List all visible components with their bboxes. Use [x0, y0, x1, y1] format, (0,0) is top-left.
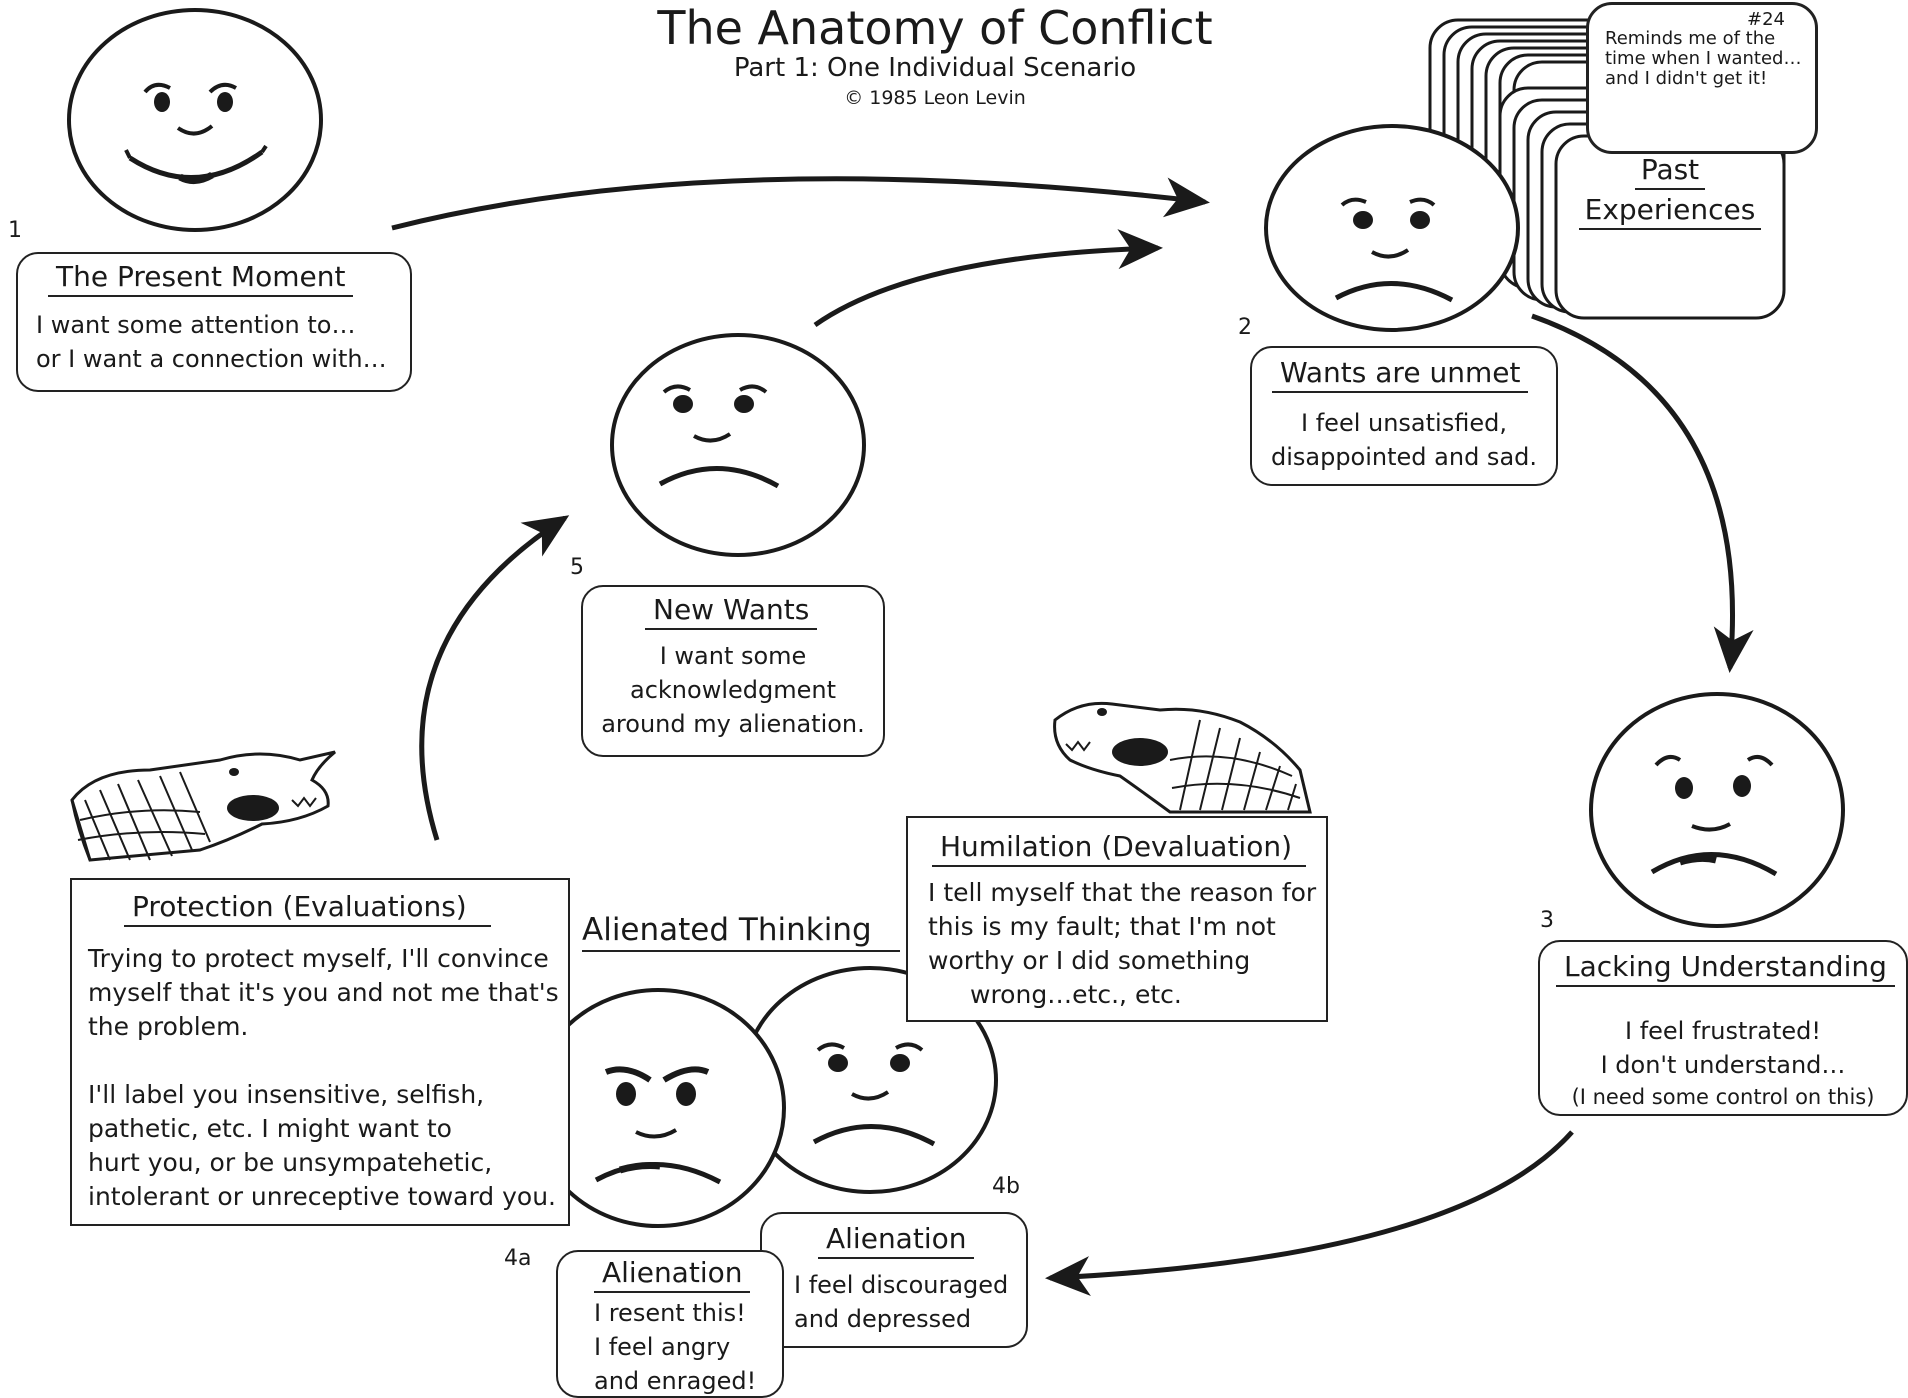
stage-4a-box: Alienation I resent this! I feel angry a… — [556, 1250, 784, 1398]
protection-text-line: Trying to protect myself, I'll convince — [88, 944, 549, 973]
stage-text-line: (I need some control on this) — [1571, 1085, 1875, 1109]
stage-heading: The Present Moment — [48, 260, 354, 297]
stage-text-line: I feel angry — [594, 1333, 731, 1361]
humiliation-text-line: I tell myself that the reason for — [928, 878, 1317, 907]
note-line: Reminds me of the — [1605, 28, 1776, 49]
arrow-3-to-4 — [1045, 1130, 1574, 1297]
arrow-5-to-2 — [813, 229, 1163, 328]
alienated-thinking-label: Alienated Thinking — [582, 910, 900, 952]
stage-5-box: New Wants I want some acknowledgment aro… — [581, 585, 885, 757]
stage-text-line: around my alienation. — [601, 710, 865, 738]
stage-text-line: or I want a connection with… — [36, 345, 387, 373]
stage-text-line: and depressed — [794, 1305, 972, 1333]
protection-text-line: pathetic, etc. I might want to — [88, 1114, 452, 1143]
stage-4b-box: Alienation I feel discouraged and depres… — [760, 1212, 1028, 1348]
protection-text-line: I'll label you insensitive, selfish, — [88, 1080, 485, 1109]
note-number: #24 — [1747, 9, 1785, 30]
copyright: © 1985 Leon Levin — [844, 87, 1026, 109]
protection-heading: Protection (Evaluations) — [124, 890, 491, 927]
humiliation-text-line: wrong…etc., etc. — [970, 980, 1182, 1009]
frustrated-face-icon — [1589, 692, 1845, 928]
stage-text-line: I want some attention to… — [36, 311, 356, 339]
protection-text-line: the problem. — [88, 1012, 249, 1041]
sad-face-icon — [1264, 124, 1520, 332]
arrow-4-to-5 — [419, 515, 570, 841]
stage-heading: New Wants — [645, 593, 818, 630]
humiliation-text-line: worthy or I did something — [928, 946, 1251, 975]
stage-heading: Alienation — [818, 1222, 975, 1259]
humiliation-text-line: this is my fault; that I'm not — [928, 912, 1276, 941]
arrow-1-to-2 — [391, 176, 1210, 231]
note-line: and I didn't get it! — [1605, 68, 1768, 89]
stage-text-line: I feel discouraged — [794, 1271, 1009, 1299]
past-heading-line: Past — [1634, 152, 1706, 190]
stage-text-line: and enraged! — [594, 1367, 757, 1395]
alligator-icon — [70, 750, 336, 862]
stage-text-line: acknowledgment — [630, 676, 836, 704]
stage-heading: Lacking Understanding — [1556, 950, 1895, 987]
stage-text-line: disappointed and sad. — [1270, 443, 1538, 471]
stage-text-line: I feel unsatisfied, — [1301, 409, 1507, 437]
stage-number: 4a — [504, 1246, 532, 1271]
stage-text-line: I feel frustrated! — [1624, 1017, 1822, 1045]
stage-text-line: I want some — [659, 642, 807, 670]
humiliation-box: Humilation (Devaluation) I tell myself t… — [906, 816, 1328, 1022]
stage-number: 2 — [1238, 315, 1252, 340]
past-heading-line: Experiences — [1578, 192, 1762, 230]
note-line: time when I wanted… — [1605, 48, 1802, 69]
diagram-subtitle: Part 1: One Individual Scenario — [733, 53, 1137, 83]
stage-number: 3 — [1540, 908, 1554, 933]
protection-text-line: myself that it's you and not me that's — [88, 978, 559, 1007]
stage-heading: Wants are unmet — [1272, 356, 1529, 393]
stage-number: 5 — [570, 555, 584, 580]
stage-3-box: Lacking Understanding I feel frustrated!… — [1538, 940, 1908, 1116]
stage-1-box: The Present Moment I want some attention… — [16, 252, 412, 392]
past-experiences-heading: Past Experiences — [1556, 152, 1784, 230]
arrow-2-to-3 — [1531, 313, 1754, 673]
stage-number: 4b — [992, 1174, 1020, 1199]
stage-text-line: I resent this! — [594, 1299, 746, 1327]
humiliation-heading: Humilation (Devaluation) — [932, 830, 1307, 867]
stage-text-line: I don't understand… — [1600, 1051, 1846, 1079]
alligator-icon — [1053, 701, 1312, 814]
protection-text-line: intolerant or unreceptive toward you. — [88, 1182, 556, 1211]
stage-2-box: Wants are unmet I feel unsatisfied, disa… — [1250, 346, 1558, 486]
happy-face-icon — [67, 8, 323, 232]
stage-number: 1 — [8, 218, 22, 243]
protection-box: Protection (Evaluations) Trying to prote… — [70, 878, 570, 1226]
diagram-title: The Anatomy of Conflict — [657, 1, 1213, 55]
sad-face-icon — [610, 333, 866, 557]
past-experience-note: #24 Reminds me of the time when I wanted… — [1586, 2, 1818, 154]
protection-text-line: hurt you, or be unsympatehetic, — [88, 1148, 493, 1177]
stage-heading: Alienation — [594, 1256, 751, 1293]
